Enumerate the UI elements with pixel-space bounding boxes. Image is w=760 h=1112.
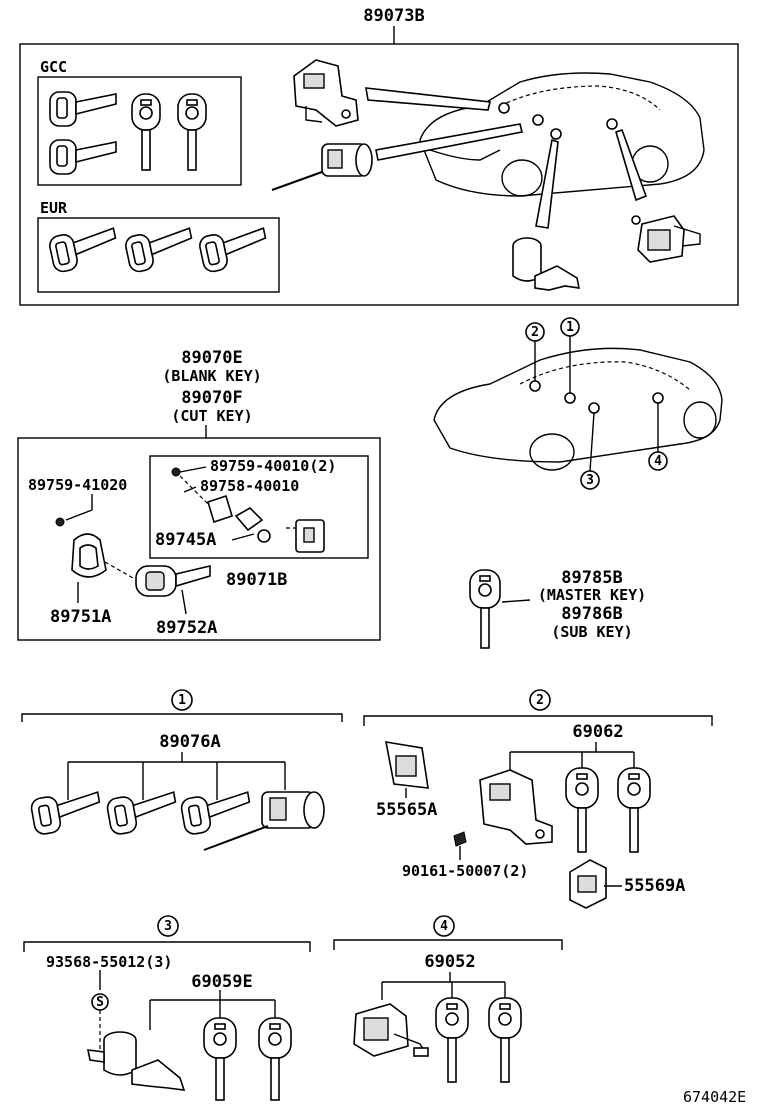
car-callout-3: 3 xyxy=(586,473,594,488)
figure-code: 674042E xyxy=(683,1088,747,1106)
group2-bracket: 55565A xyxy=(376,800,438,820)
master-key-part: 89785B xyxy=(561,568,623,588)
group4-drawing xyxy=(333,915,563,1083)
group3-part: 69059E xyxy=(191,972,253,992)
group2-part: 69062 xyxy=(572,722,624,742)
key-blank-label: 89752A xyxy=(156,618,218,638)
group2-screw: 90161-50007(2) xyxy=(402,862,529,880)
top-car-drawing xyxy=(365,72,705,229)
group2-drawing xyxy=(363,689,713,909)
group2-cover: 55569A xyxy=(624,876,686,896)
blank-key-desc: (BLANK KEY) xyxy=(162,367,262,385)
keyset-parts-drawing xyxy=(55,467,325,597)
blank-key-part: 89070E xyxy=(181,348,243,368)
group2-number: 2 xyxy=(536,693,544,708)
eur-label: EUR xyxy=(40,199,68,217)
top-lock-parts-drawing xyxy=(271,59,701,291)
car-callout-2: 2 xyxy=(531,325,539,340)
gcc-label: GCC xyxy=(40,58,68,76)
group1-drawing xyxy=(21,689,343,851)
transmitter-label: 89071B xyxy=(226,570,288,590)
group3-number: 3 xyxy=(164,919,172,934)
top-part-number: 89073B xyxy=(363,6,425,26)
cut-key-part: 89070F xyxy=(181,388,243,408)
keyset-frame xyxy=(17,425,381,641)
screw-left-label: 89759-41020 xyxy=(28,476,128,494)
top-assembly-frame xyxy=(19,26,739,306)
cut-key-desc: (CUT KEY) xyxy=(171,407,253,425)
group1-part: 89076A xyxy=(159,732,221,752)
car-callout-4: 4 xyxy=(654,454,662,469)
screw-right-label: 89759-40010(2) xyxy=(210,457,337,475)
car-callout-1: 1 xyxy=(566,320,574,335)
group4-part: 69052 xyxy=(424,952,476,972)
group3-screw: 93568-55012(3) xyxy=(46,953,173,971)
group1-number: 1 xyxy=(178,693,186,708)
master-key-desc: (MASTER KEY) xyxy=(537,586,647,604)
eur-keys-drawing xyxy=(49,227,267,273)
group3-drawing xyxy=(23,915,311,1101)
gcc-keys-drawing xyxy=(49,91,207,175)
group3-screw-symbol: S xyxy=(96,995,104,1010)
group4-number: 4 xyxy=(440,919,448,934)
callout-car-drawing xyxy=(433,317,723,490)
cover-label: 89745A xyxy=(155,530,217,550)
sub-key-part: 89786B xyxy=(561,604,623,624)
battery-label: 89758-40010 xyxy=(200,477,300,495)
master-key-drawing xyxy=(469,569,531,649)
sub-key-desc: (SUB KEY) xyxy=(551,623,633,641)
housing-label: 89751A xyxy=(50,607,112,627)
